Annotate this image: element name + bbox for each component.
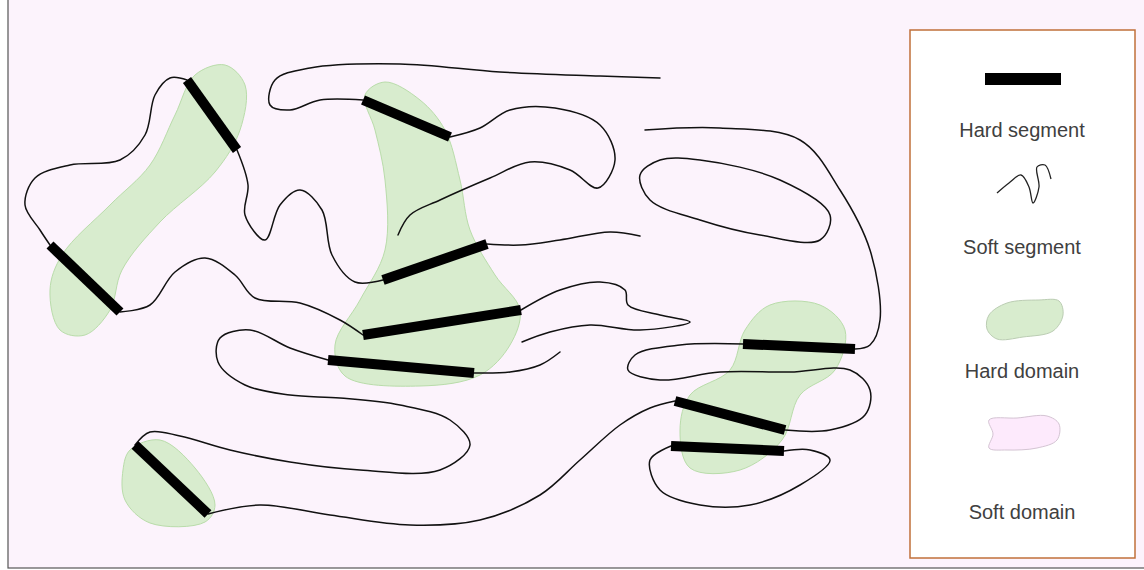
soft-segment (640, 158, 831, 243)
soft-domain-ground (8, 0, 1144, 568)
soft-segment (135, 330, 470, 474)
legend-label: Soft segment (963, 235, 1081, 259)
hard-segment-sample (985, 73, 1061, 85)
hard-domain (335, 82, 521, 386)
soft-segment-sample (997, 165, 1051, 203)
soft-segment (649, 446, 830, 507)
soft-segment (487, 232, 640, 245)
legend-label: Soft domain (969, 500, 1076, 524)
hard-domain (50, 65, 247, 336)
hard-segment (187, 80, 237, 150)
hard-segments (50, 80, 855, 514)
legend-label: Hard segment (959, 118, 1085, 142)
hard-segment (363, 310, 521, 335)
domain-sample (989, 415, 1060, 450)
hard-segment (50, 245, 120, 312)
hard-segment (328, 360, 474, 373)
soft-segments (25, 64, 881, 525)
domain-sample (986, 299, 1063, 340)
hard-segment (675, 401, 785, 430)
legend-label: Hard domain (965, 359, 1080, 383)
hard-domains (50, 65, 846, 527)
soft-segment (474, 352, 560, 373)
soft-segment (237, 150, 383, 283)
legend-swatch (967, 145, 1077, 215)
soft-segment (25, 77, 187, 245)
hard-segment (363, 100, 450, 137)
hard-segment (743, 344, 855, 349)
legend-frame (910, 30, 1135, 558)
soft-segment (120, 258, 363, 335)
soft-segment (269, 64, 660, 110)
legend-swatch (967, 398, 1077, 468)
soft-segment (645, 128, 880, 349)
soft-segment (521, 282, 690, 342)
hard-segment (383, 244, 487, 280)
soft-segment (208, 401, 675, 525)
hard-domain (122, 440, 215, 527)
hard-segment (671, 446, 784, 451)
hard-segment (135, 445, 208, 514)
legend-swatch (967, 285, 1077, 355)
legend-swatch (967, 44, 1077, 114)
soft-segment (628, 344, 871, 432)
